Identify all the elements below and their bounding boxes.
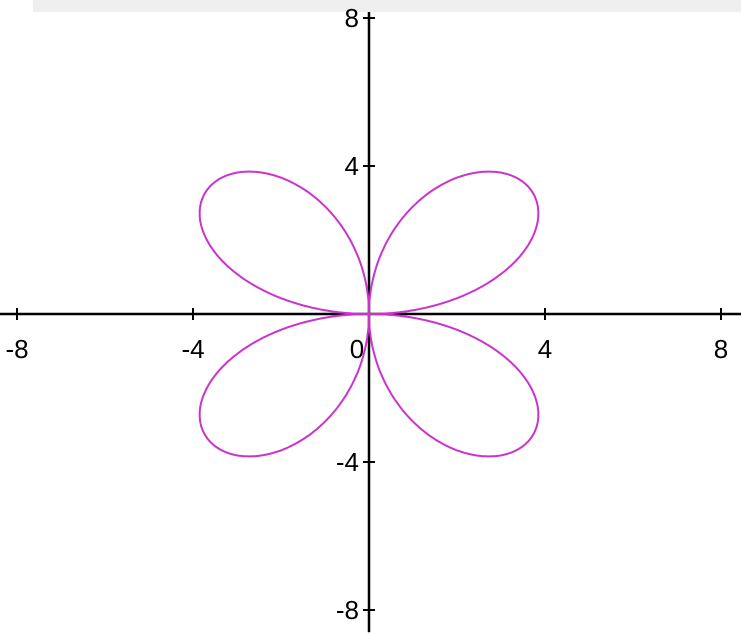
y-ticks: 8 4 -4 -8: [336, 3, 375, 625]
y-tick-label: -4: [336, 447, 359, 477]
y-tick-label: 8: [345, 3, 359, 33]
x-ticks: -8 -4 0 4 8: [5, 308, 728, 364]
rose-curve: [198, 170, 540, 458]
x-tick-label: -8: [5, 334, 28, 364]
x-tick-label: 0: [350, 334, 364, 364]
x-tick-label: 8: [714, 334, 728, 364]
x-tick-label: -4: [181, 334, 204, 364]
top-strip: [33, 0, 741, 12]
y-tick-label: 4: [345, 151, 359, 181]
x-tick-label: 4: [538, 334, 552, 364]
y-tick-label: -8: [336, 595, 359, 625]
